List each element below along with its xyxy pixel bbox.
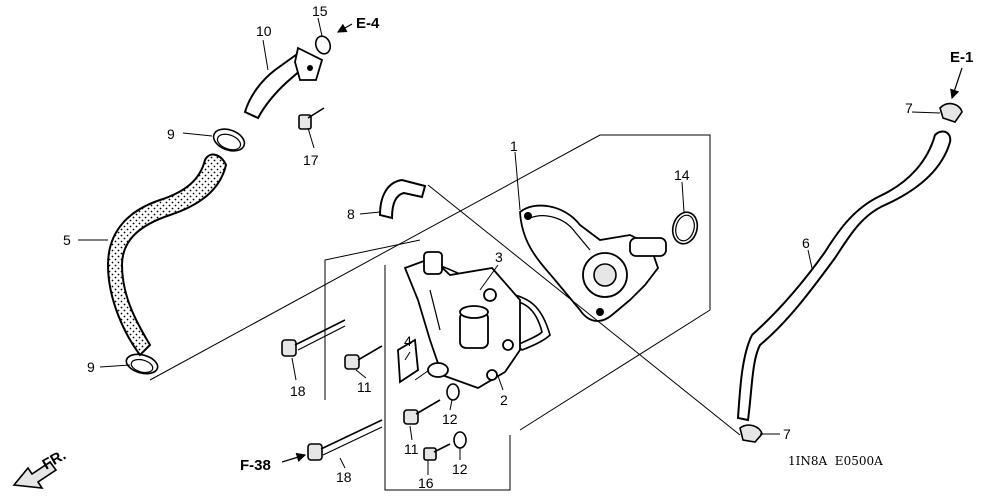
clamp-7-lower [739,424,763,443]
leader-lines [78,17,941,475]
callouts: 10 15 9 17 5 9 8 1 14 3 4 2 18 11 12 11 … [63,3,913,491]
diagram-code: 1IN8A E0500A [788,454,883,468]
callout-6: 6 [802,235,810,251]
callout-7-upper: 7 [905,100,913,116]
hose-10 [243,46,324,120]
callout-9-lower: 9 [87,359,95,375]
callout-15: 15 [312,3,328,19]
bolt-17 [298,107,325,130]
hose-5 [106,153,228,357]
callout-2: 2 [500,392,508,408]
washer-12-lower [453,431,467,449]
o-ring-14 [671,211,699,245]
callout-16: 16 [418,475,434,491]
bolt-18-lower [307,419,383,461]
bolt-18-upper [281,319,346,357]
callout-4: 4 [404,333,412,349]
callout-9-upper: 9 [167,126,175,142]
bolt-11-lower [403,399,441,425]
ref-arrow-f38 [281,452,307,463]
callout-10: 10 [256,23,272,39]
bolt-11-upper [344,345,383,370]
callout-7-lower: 7 [783,426,791,442]
hose-8 [378,178,427,220]
clamp-9-lower [125,353,159,375]
washer-12-upper [446,383,460,401]
callout-5: 5 [63,232,71,248]
clamp-7-upper [939,102,963,123]
callout-18-lower: 18 [336,469,352,485]
ref-arrow-e4 [336,23,353,33]
callout-11-lower: 11 [404,441,419,457]
front-arrow: FR. [12,447,69,489]
clamp-9-upper [212,128,246,152]
callout-1: 1 [510,138,518,154]
callout-12-upper: 12 [442,411,458,427]
housing-2 [403,251,521,389]
water-pump-1 [519,204,667,322]
ref-f38: F-38 [240,457,271,474]
bolt-16 [423,443,451,461]
callout-11-upper: 11 [357,379,372,395]
ref-arrow-e1 [950,67,963,100]
bracket-4 [397,338,419,384]
callout-14: 14 [674,167,690,183]
ref-e1: E-1 [950,49,973,66]
callout-17: 17 [303,152,319,168]
callout-18-upper: 18 [290,383,306,399]
o-ring-15 [314,35,332,55]
callout-8: 8 [347,206,355,222]
callout-12-lower: 12 [452,461,468,477]
hose-6 [736,130,952,422]
ref-e4: E-4 [356,15,380,32]
callout-3: 3 [495,249,503,265]
